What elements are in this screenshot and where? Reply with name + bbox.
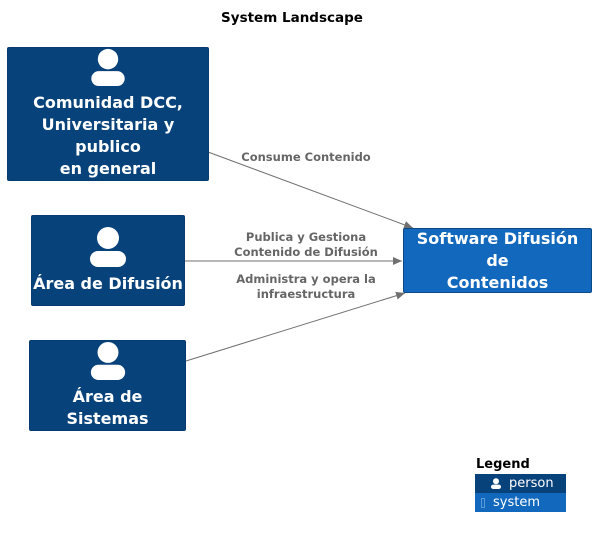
edge-administra (185, 291, 406, 362)
legend-system: system (475, 493, 566, 512)
person-comunidad-label: Comunidad DCC, Universitaria y publico e… (33, 93, 183, 178)
system-icon (481, 497, 485, 508)
person-area-difusion[interactable]: Área de Difusión (31, 215, 185, 306)
person-comunidad[interactable]: Comunidad DCC, Universitaria y publico e… (7, 47, 209, 181)
person-area-sistemas[interactable]: Área de Sistemas (29, 340, 186, 431)
person-icon (491, 478, 501, 489)
edge-label-publica: Publica y Gestiona Contenido de Difusión (234, 230, 378, 259)
diagram-title: System Landscape (221, 10, 363, 26)
legend-title: Legend (476, 457, 530, 472)
legend-person-label: person (509, 476, 554, 491)
edge-consume (207, 151, 414, 229)
legend-system-label: system (493, 495, 540, 510)
edge-label-administra: Administra y opera la infraestructura (236, 272, 376, 301)
system-software-difusion-label: Software Difusión de Contenidos (416, 228, 579, 292)
person-icon (90, 227, 126, 267)
edge-label-consume: Consume Contenido (241, 150, 371, 164)
person-area-difusion-label: Área de Difusión (33, 274, 183, 293)
person-area-sistemas-label: Área de Sistemas (66, 387, 149, 428)
person-icon (91, 48, 125, 86)
person-icon (90, 341, 125, 380)
legend-person: person (475, 474, 566, 493)
system-software-difusion[interactable]: Software Difusión de Contenidos (403, 228, 592, 293)
